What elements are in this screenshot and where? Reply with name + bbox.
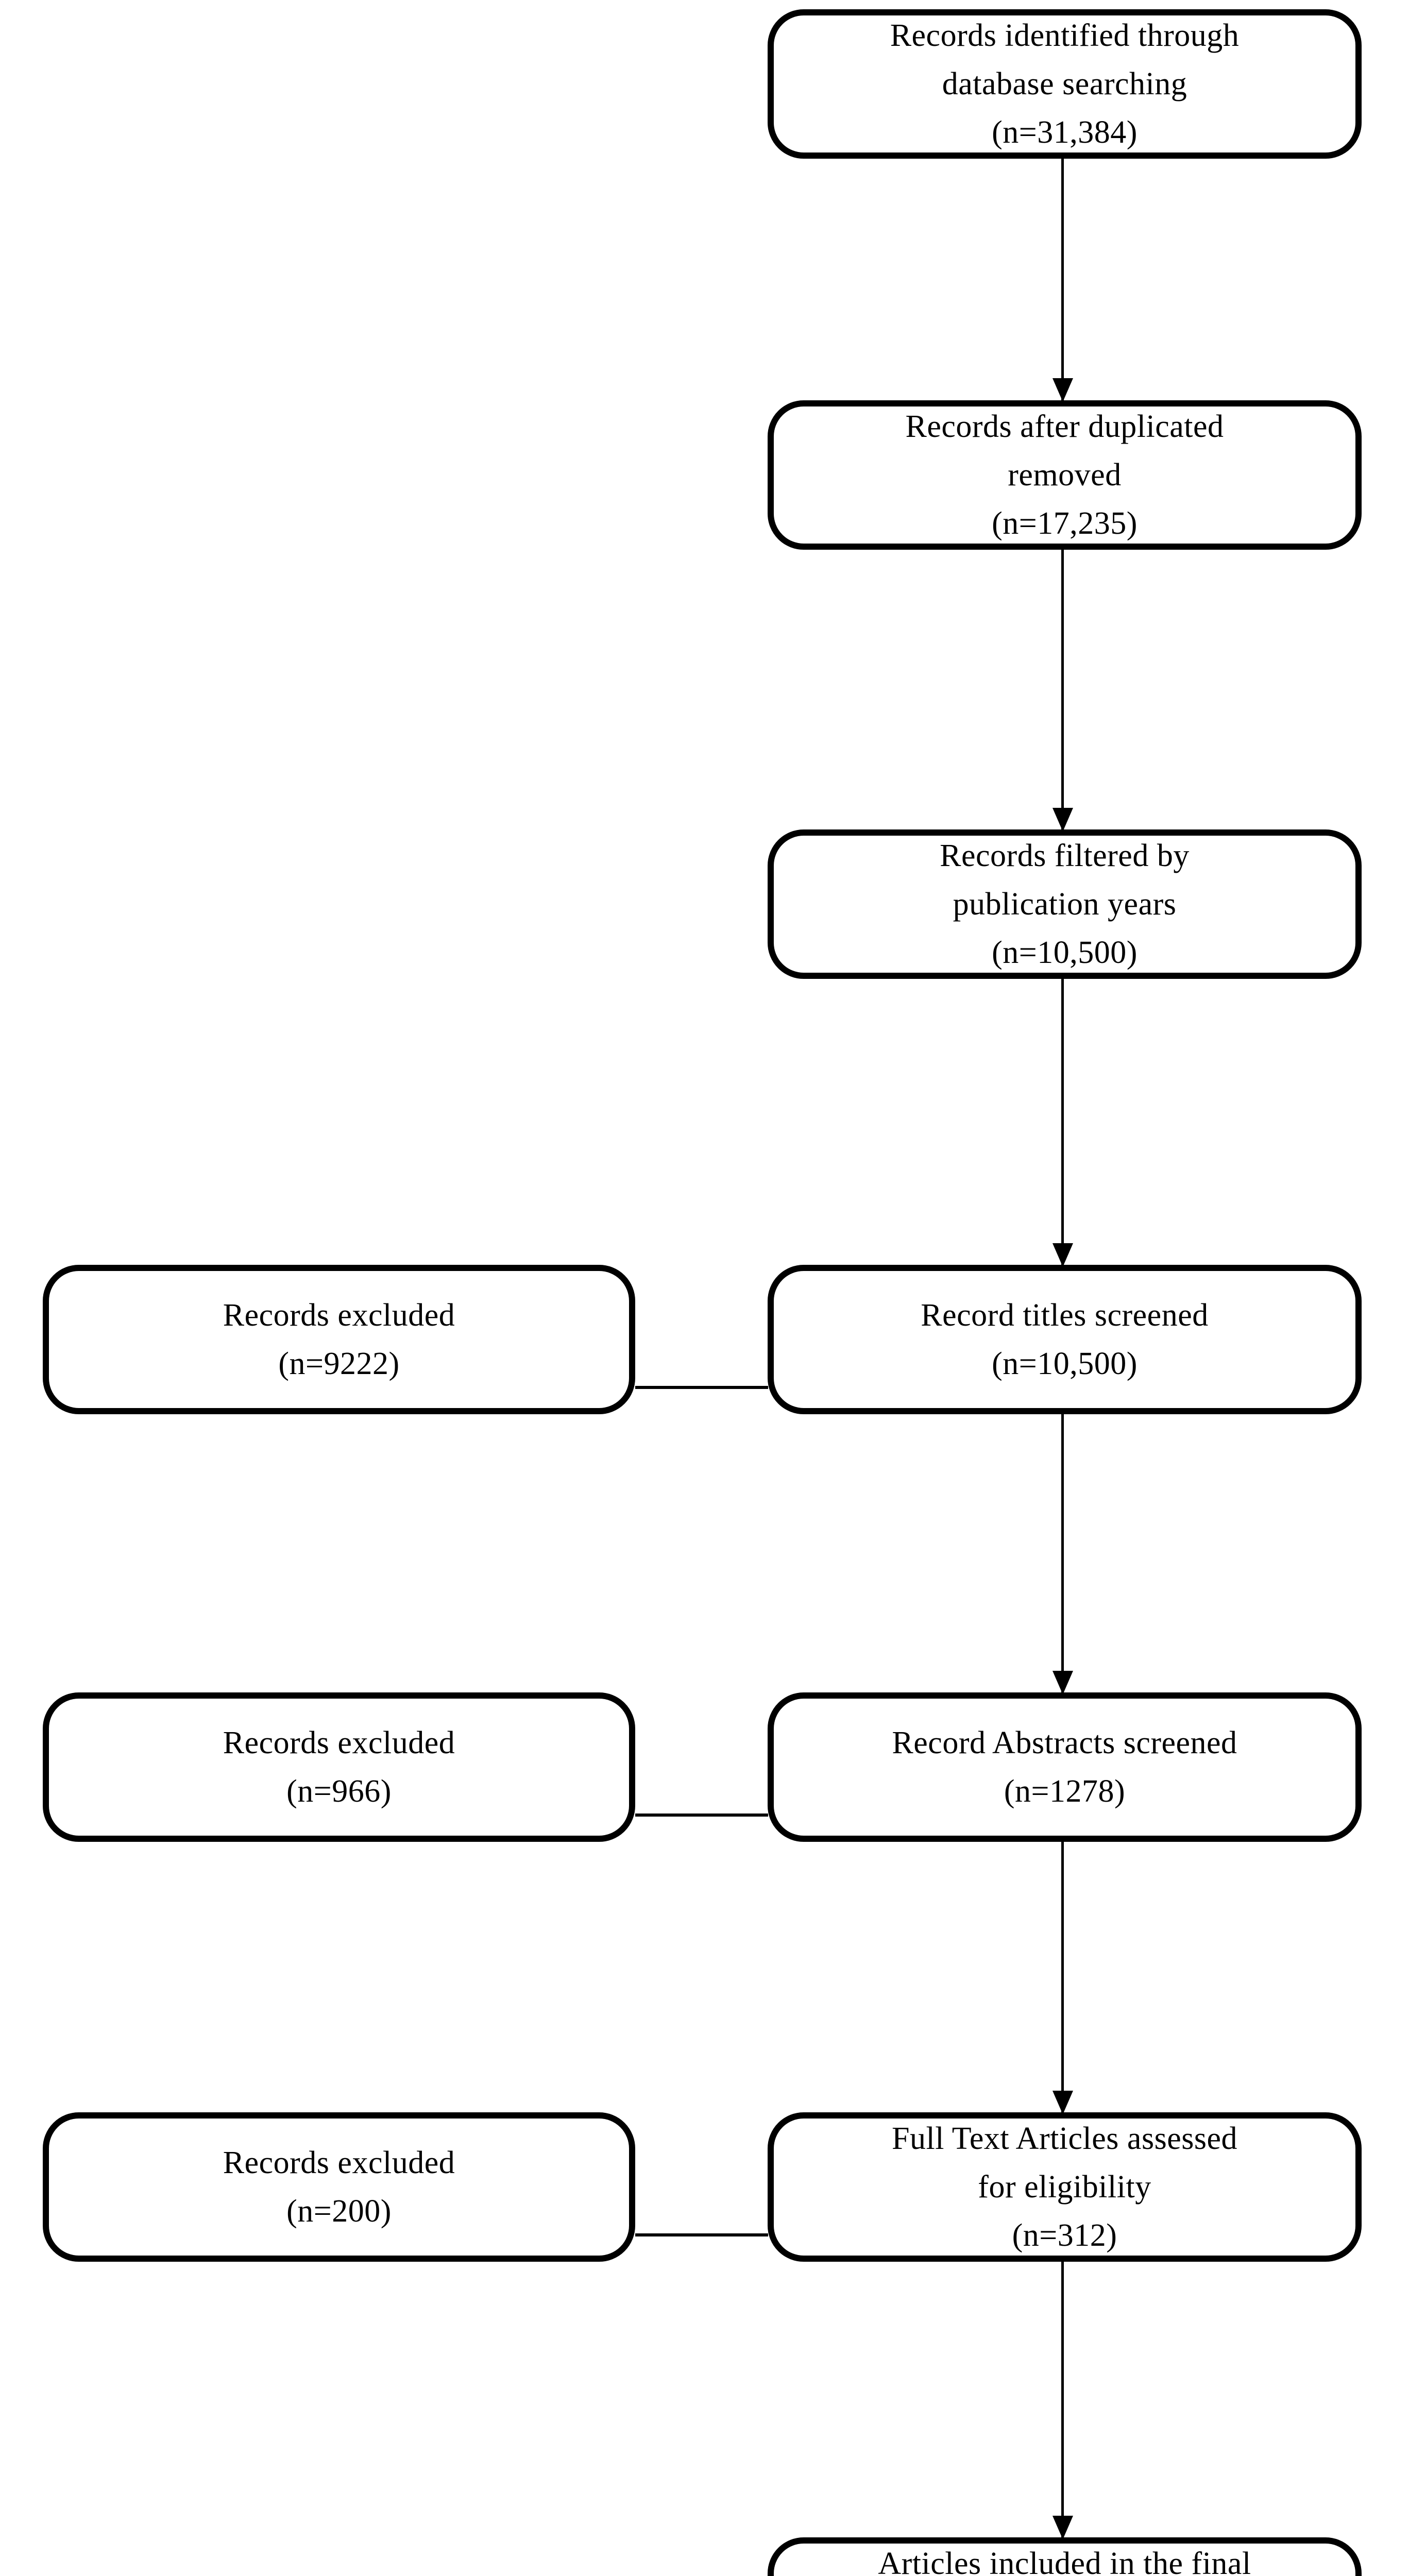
node-full-text-articles-assessed: Full Text Articles assessed for eligibil…	[768, 2112, 1362, 2262]
node-records-excluded-abstracts: Records excluded (n=966)	[43, 1692, 635, 1842]
node-records-excluded-fulltext: Records excluded (n=200)	[43, 2112, 635, 2262]
node-count: (n=17,235)	[992, 506, 1138, 541]
node-line: Full Text Articles assessed	[891, 2121, 1237, 2156]
node-count: (n=1278)	[1004, 1774, 1126, 1809]
node-line: Records identified through	[890, 18, 1240, 53]
arrow-identified-to-dedup	[1061, 159, 1064, 401]
node-records-after-duplicates: Records after duplicated removed (n=17,2…	[768, 400, 1362, 550]
arrow-titles-to-abstracts	[1061, 1414, 1064, 1693]
node-count: (n=10,500)	[992, 935, 1138, 971]
node-line: Records filtered by	[940, 838, 1190, 873]
node-count: (n=10,500)	[992, 1346, 1138, 1381]
node-record-titles-screened: Record titles screened (n=10,500)	[768, 1265, 1362, 1414]
connector-fulltext-to-excluded	[635, 2233, 768, 2236]
node-line: Record titles screened	[921, 1297, 1209, 1333]
node-records-identified: Records identified through database sear…	[768, 9, 1362, 159]
arrow-fulltext-to-included	[1061, 2262, 1064, 2538]
node-line: publication years	[953, 886, 1177, 922]
node-line: Records excluded	[223, 1725, 455, 1760]
node-count: (n=200)	[286, 2194, 392, 2229]
node-line: database searching	[942, 66, 1187, 101]
node-line: for eligibility	[978, 2169, 1151, 2205]
node-line: removed	[1008, 457, 1122, 493]
node-records-filtered: Records filtered by publication years (n…	[768, 829, 1362, 979]
node-articles-included: Articles included in the final analysis …	[768, 2537, 1362, 2576]
node-line: Records excluded	[223, 1297, 455, 1333]
node-count: (n=312)	[1012, 2218, 1117, 2253]
node-line: Records excluded	[223, 2145, 455, 2180]
node-line: Articles included in the final	[878, 2546, 1251, 2576]
node-count: (n=966)	[286, 1774, 392, 1809]
connector-abstracts-to-excluded	[635, 1814, 768, 1817]
arrow-abstracts-to-fulltext	[1061, 1842, 1064, 2113]
arrow-dedup-to-filtered	[1061, 550, 1064, 831]
arrow-filtered-to-titles	[1061, 979, 1064, 1266]
node-line: Record Abstracts screened	[892, 1725, 1237, 1760]
node-count: (n=9222)	[278, 1346, 400, 1381]
node-record-abstracts-screened: Record Abstracts screened (n=1278)	[768, 1692, 1362, 1842]
node-line: Records after duplicated	[905, 409, 1224, 444]
node-count: (n=31,384)	[992, 115, 1138, 150]
connector-titles-to-excluded	[635, 1386, 768, 1389]
node-records-excluded-titles: Records excluded (n=9222)	[43, 1265, 635, 1414]
